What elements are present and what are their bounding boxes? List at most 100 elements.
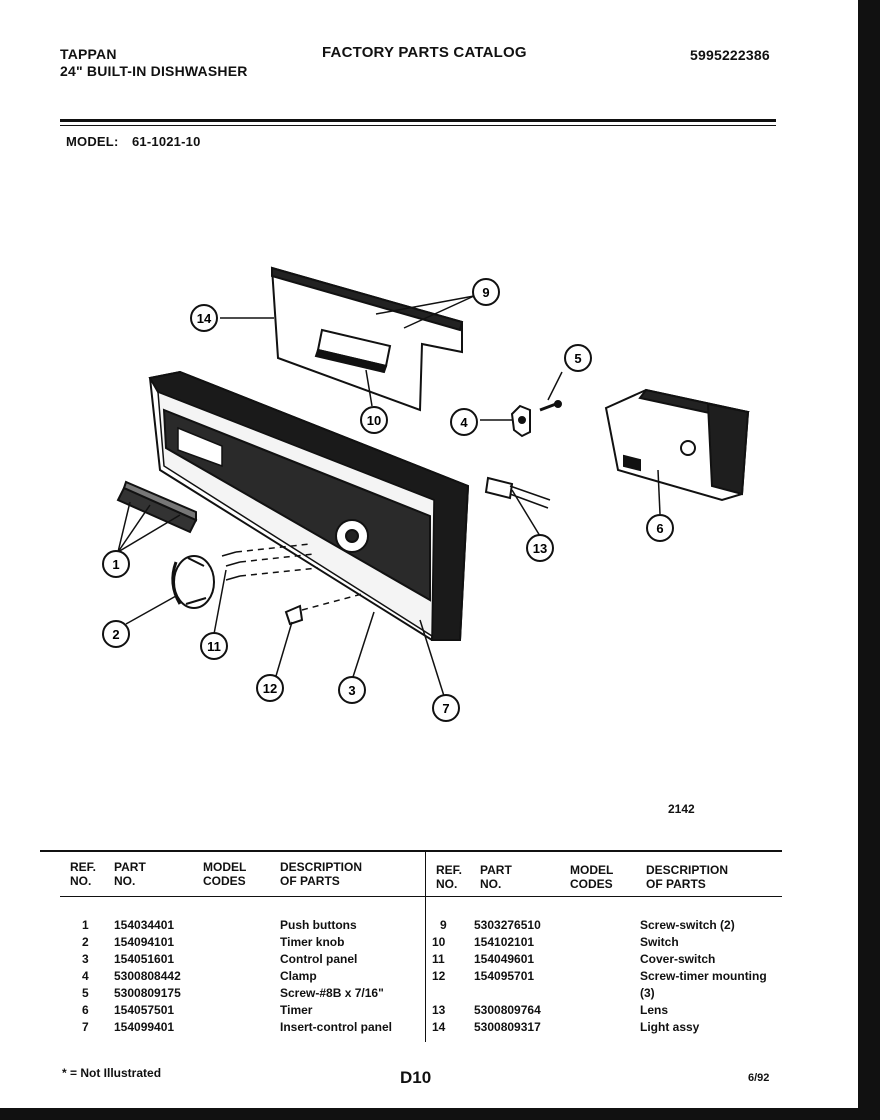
table-row-desc: (3)	[640, 986, 655, 1000]
callout-12: 11	[200, 632, 228, 660]
table-row-ref: 13	[432, 1003, 446, 1017]
leader-lines	[117, 295, 661, 697]
table-row-ref: 6	[82, 1003, 89, 1017]
svg-text:4: 4	[460, 415, 468, 430]
table-row-part: 5300809175	[114, 986, 181, 1000]
catalog-title: FACTORY PARTS CATALOG	[322, 44, 527, 61]
table-row-ref: 12	[432, 969, 446, 983]
svg-text:9: 9	[482, 285, 489, 300]
callout-6: 6	[646, 514, 674, 542]
table-row-desc: Screw-#8B x 7/16"	[280, 986, 384, 1000]
timer-screws-part	[221, 543, 319, 581]
light-assy-part	[484, 476, 551, 509]
model-number: 61-1021-10	[132, 134, 201, 149]
callout-11: 14	[190, 304, 218, 332]
col-ref-right: REF.NO.	[436, 863, 463, 891]
table-row-desc: Screw-switch (2)	[640, 918, 735, 932]
table-row-desc: Cover-switch	[640, 952, 716, 966]
table-row-part: 5300808442	[114, 969, 181, 983]
svg-text:1: 1	[112, 557, 119, 572]
timer-part	[604, 388, 750, 502]
table-row-part: 154051601	[114, 952, 175, 966]
svg-text:7: 7	[442, 701, 449, 716]
svg-text:12: 12	[263, 681, 277, 696]
callout-7: 7	[432, 694, 460, 722]
table-row-ref: 11	[432, 952, 445, 966]
push-buttons-part	[116, 480, 198, 534]
clamp-part	[510, 404, 531, 438]
lens-part	[284, 593, 363, 626]
product-name: 24" BUILT-IN DISHWASHER	[60, 63, 248, 79]
cover-switch-part	[270, 266, 464, 412]
table-row-part: 5300809764	[474, 1003, 541, 1017]
col-ref-left: REF.NO.	[70, 860, 97, 888]
table-row-desc: Push buttons	[280, 918, 357, 932]
control-panel-part	[148, 370, 470, 641]
table-row-part: 154095701	[474, 969, 535, 983]
table-row-ref: 14	[432, 1020, 446, 1034]
table-row-part: 5300809317	[474, 1020, 541, 1034]
svg-text:14: 14	[197, 311, 212, 326]
table-row-ref: 3	[82, 952, 89, 966]
svg-text:6: 6	[656, 521, 663, 536]
callout-1: 1	[102, 550, 130, 578]
svg-text:3: 3	[348, 683, 355, 698]
callout-2: 2	[102, 620, 130, 648]
svg-text:10: 10	[367, 413, 381, 428]
svg-text:2: 2	[112, 627, 119, 642]
table-row-part: 154057501	[114, 1003, 175, 1017]
table-row-desc: Screw-timer mounting	[640, 969, 767, 983]
table-row-desc: Insert-control panel	[280, 1020, 393, 1034]
not-illustrated-note: * = Not Illustrated	[62, 1066, 162, 1080]
exploded-parts-diagram: 14 9 10 5 4 6 13 1 2 11 12 3 7	[102, 266, 750, 722]
table-row-desc: Control panel	[280, 952, 358, 966]
table-row-ref: 9	[440, 918, 447, 932]
table-row-part: 154034401	[114, 918, 175, 932]
callout-5: 5	[564, 344, 592, 372]
timer-knob-part	[171, 555, 215, 609]
table-row-ref: 4	[82, 969, 89, 983]
screw-part	[539, 400, 562, 412]
catalog-number: 5995222386	[690, 47, 770, 63]
table-row-desc: Timer knob	[280, 935, 345, 949]
figure-number: 2142	[668, 802, 695, 816]
callout-4: 4	[450, 408, 478, 436]
table-row-desc: Timer	[280, 1003, 313, 1017]
header-rule-thick	[60, 119, 776, 122]
callout-9: 9	[472, 278, 500, 306]
callout-10: 10	[360, 406, 388, 434]
table-row-ref: 7	[82, 1020, 89, 1034]
table-row-ref: 5	[82, 986, 89, 1000]
table-row-desc: Lens	[640, 1003, 669, 1017]
table-row-part: 154102101	[474, 935, 535, 949]
header-rule-thin	[60, 125, 776, 126]
table-top-rule	[40, 850, 782, 852]
table-row-part: 154099401	[114, 1020, 175, 1034]
table-row-part: 5303276510	[474, 918, 541, 932]
page-number: D10	[400, 1068, 432, 1087]
callout-13: 12	[256, 674, 284, 702]
table-row-ref: 10	[432, 935, 446, 949]
switch-part	[314, 328, 392, 374]
svg-text:11: 11	[207, 639, 221, 654]
table-row-desc: Clamp	[280, 969, 317, 983]
svg-text:13: 13	[533, 541, 547, 556]
table-row-desc: Light assy	[640, 1020, 700, 1034]
table-divider	[425, 852, 426, 1042]
table-header-rule	[60, 896, 782, 897]
table-row-ref: 1	[82, 918, 89, 932]
brand-name: TAPPAN	[60, 46, 117, 62]
scan-edge-right	[858, 0, 880, 1120]
table-row-ref: 2	[82, 935, 89, 949]
callout-14: 13	[526, 534, 554, 562]
callout-3: 3	[338, 676, 366, 704]
catalog-date: 6/92	[748, 1072, 770, 1084]
table-row-part: 154094101	[114, 935, 175, 949]
svg-text:5: 5	[574, 351, 581, 366]
